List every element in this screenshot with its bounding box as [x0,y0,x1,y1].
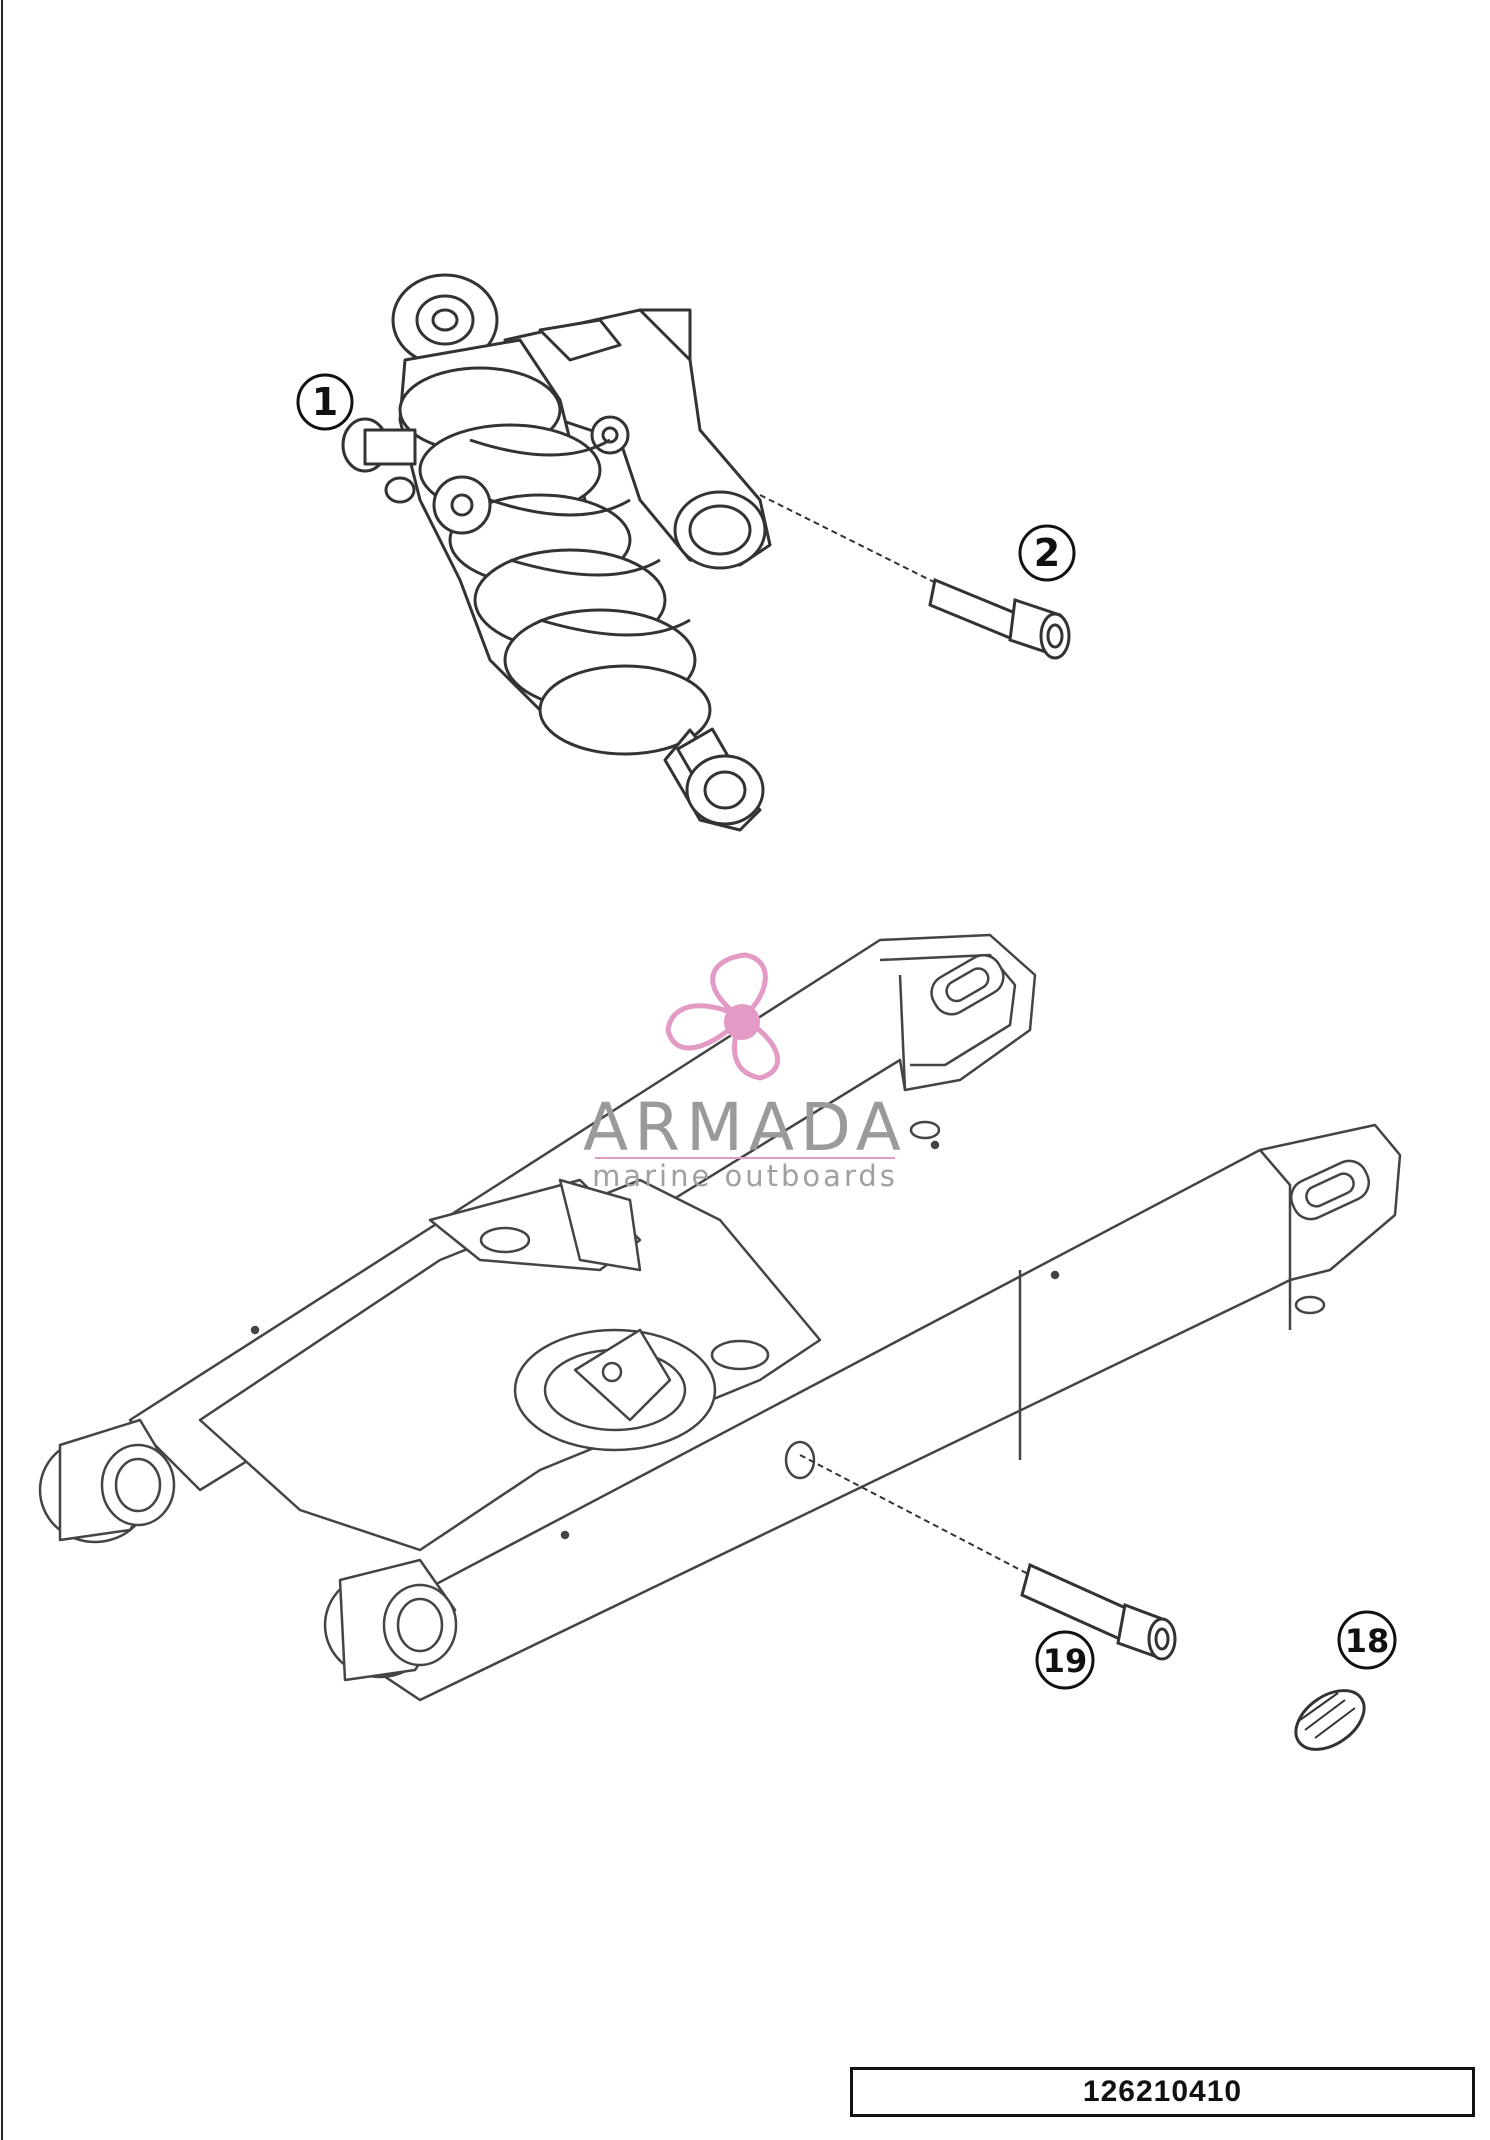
part-number: 126210410 [1082,2075,1243,2108]
callout-2: 2 [1018,524,1076,582]
cap-18-drawing [1294,1689,1366,1751]
bolt-2-drawing [759,494,1071,660]
armada-watermark: ARMADA marine outboards [583,952,907,1193]
part-number-box: 126210410 [850,2067,1475,2117]
callout-2-label: 2 [1034,531,1060,575]
bolt-19-drawing [799,1454,1177,1661]
callout-18-label: 18 [1345,1622,1390,1660]
callout-1: 1 [296,373,354,431]
callout-19: 19 [1035,1630,1095,1690]
swingarm-drawing [38,933,1402,1702]
watermark-brand: ARMADA [583,1089,907,1166]
shock-absorber-drawing [341,273,772,832]
propeller-logo [665,952,780,1081]
callout-19-label: 19 [1043,1642,1088,1680]
callout-18: 18 [1337,1610,1397,1670]
watermark-tagline: marine outboards [592,1159,898,1193]
callout-1-label: 1 [312,380,338,424]
